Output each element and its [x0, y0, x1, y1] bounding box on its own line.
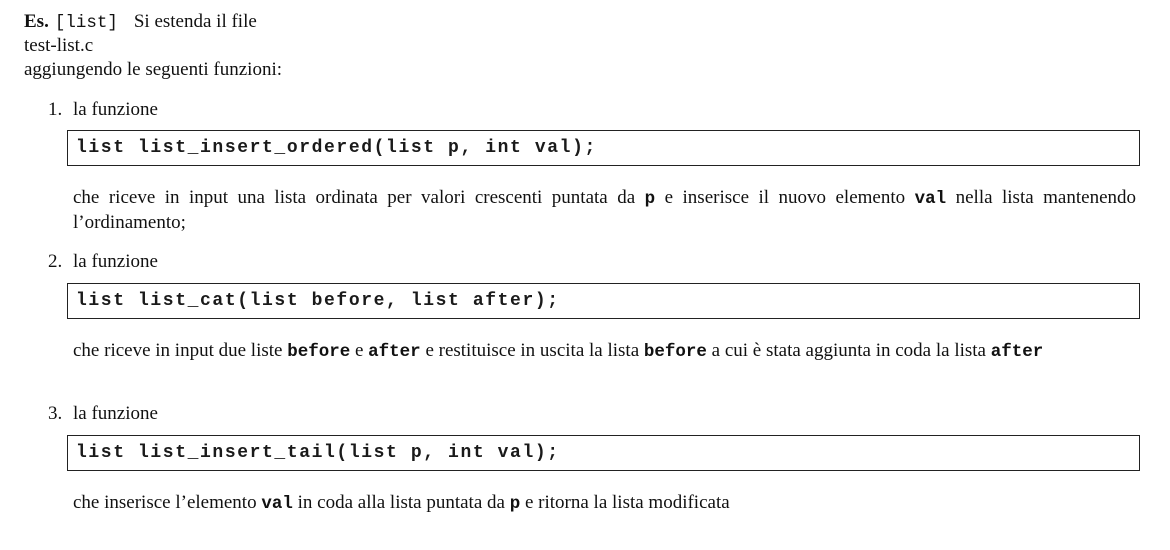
inline-code: after	[990, 342, 1044, 362]
list-item-3-heading: 3. la funzione	[48, 402, 158, 426]
exercise-title: Es.[list] Si estenda il file	[24, 10, 257, 35]
inline-code: p	[509, 494, 521, 514]
list-item-description: che riceve in input due liste before e a…	[73, 340, 1044, 362]
exercise-code: [list]	[54, 13, 118, 33]
exercise-label: Es.	[24, 11, 49, 32]
exercise-text: Si estenda il file	[133, 11, 257, 32]
inline-code: after	[368, 342, 421, 362]
exercise-filename: test-list.c	[24, 35, 94, 56]
list-item-heading: la funzione	[73, 99, 158, 120]
list-item-heading: la funzione	[73, 403, 158, 424]
list-item-description: che inserisce l’elemento val in coda all…	[73, 492, 730, 514]
inline-code: val	[261, 494, 293, 514]
list-item-heading: la funzione	[73, 251, 158, 272]
list-item-description: che riceve in input una lista ordinata p…	[73, 187, 1136, 233]
inline-code: before	[643, 342, 707, 362]
exercise-intro: aggiungendo le seguenti funzioni:	[24, 59, 283, 80]
code-signature-box: list list_insert_tail(list p, int val);	[67, 435, 1140, 471]
inline-code: before	[287, 342, 351, 362]
list-item-1-heading: 1. la funzione	[48, 98, 158, 122]
list-item-2-heading: 2. la funzione	[48, 250, 158, 274]
inline-code: val	[914, 189, 947, 209]
code-signature-box: list list_cat(list before, list after);	[67, 283, 1140, 319]
list-item-number: 1.	[48, 99, 63, 120]
code-signature-box: list list_insert_ordered(list p, int val…	[67, 130, 1140, 166]
inline-code: p	[644, 189, 656, 209]
list-item-number: 2.	[48, 251, 63, 272]
list-item-number: 3.	[48, 403, 63, 424]
